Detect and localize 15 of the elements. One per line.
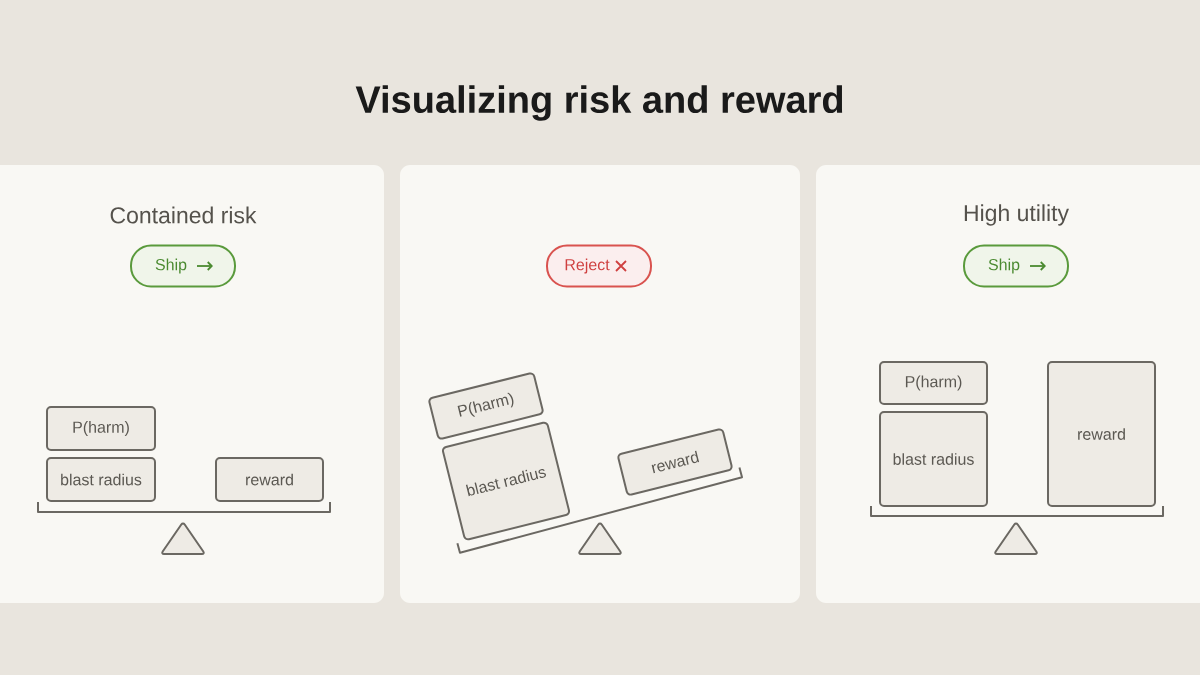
panel-heading: High utility bbox=[964, 204, 1069, 226]
status-badge: Ship bbox=[963, 244, 1069, 288]
status-badge: Ship bbox=[130, 244, 236, 288]
weight-block: blast radius bbox=[46, 457, 156, 502]
weight-block: P(harm) bbox=[879, 361, 988, 405]
weight-block: P(harm) bbox=[428, 372, 544, 440]
weight-block: blast radius bbox=[879, 411, 988, 507]
status-badge: Reject bbox=[546, 244, 652, 288]
title: Visualizing risk and reward bbox=[355, 85, 843, 121]
weight-block: blast radius bbox=[441, 421, 571, 541]
weight-block: reward bbox=[617, 428, 733, 496]
panel-heading: Contained risk bbox=[110, 206, 257, 224]
weight-block: P(harm) bbox=[46, 406, 156, 451]
weight-block: reward bbox=[1047, 361, 1156, 507]
weight-block: reward bbox=[215, 457, 324, 502]
